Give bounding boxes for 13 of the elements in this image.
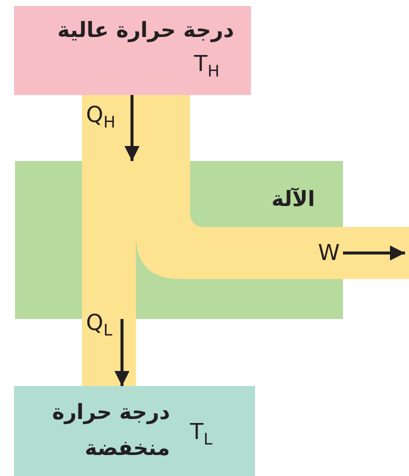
temperature-symbol: T$_{H}$: [194, 52, 220, 80]
reservoir-label: درجة حرارة منخفضة: [51, 399, 170, 462]
arrow: [114, 319, 130, 386]
edge-label: Q$_{L}$: [86, 312, 112, 342]
reservoir-label: درجة حرارة عالية: [56, 17, 234, 44]
edge-label: W: [318, 242, 340, 266]
arrow: [124, 95, 140, 161]
hot-reservoir-box: [14, 6, 251, 95]
edge-label: Q$_{H}$: [86, 104, 116, 134]
engine-label: الآلة: [270, 186, 315, 213]
arrow: [343, 246, 405, 260]
temperature-symbol: T$_{L}$: [190, 420, 212, 448]
cold-reservoir-box: [14, 386, 255, 476]
